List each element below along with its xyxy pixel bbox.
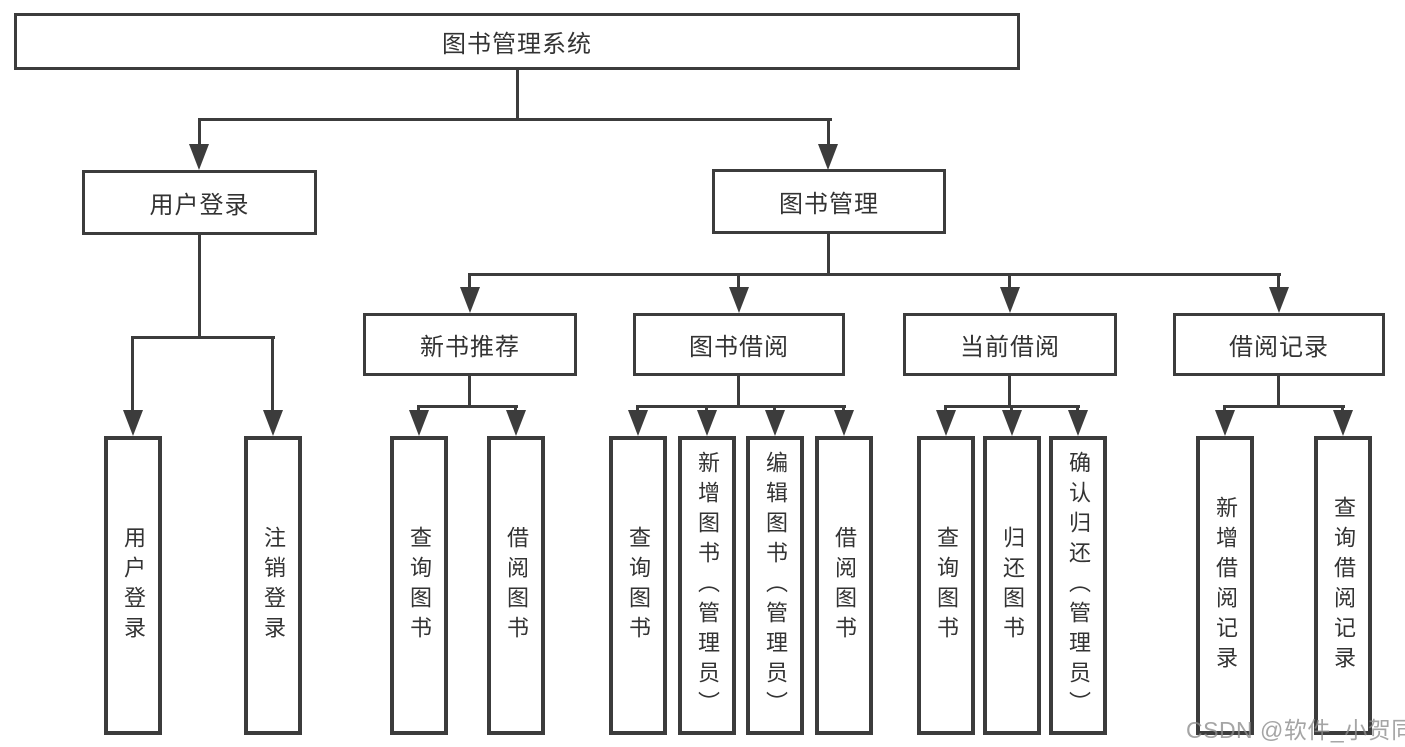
node-borrowing-records: 借阅记录	[1173, 313, 1385, 376]
connector-bar	[417, 405, 518, 408]
arrowhead-down-icon	[189, 144, 209, 170]
node-label: 新书推荐	[420, 334, 520, 361]
node-label: 图书管理	[779, 191, 879, 218]
arrowhead-down-icon	[1269, 287, 1289, 313]
connector-stem	[468, 376, 471, 408]
arrowhead-down-icon	[936, 410, 956, 436]
connector-stem	[514, 405, 517, 413]
arrowhead-down-icon	[729, 287, 749, 313]
leaf-label: 注销登录	[261, 525, 286, 646]
connector-stem	[1223, 405, 1226, 413]
connector-stem	[1008, 376, 1011, 408]
connector-stem	[737, 376, 740, 408]
connector-stem	[417, 405, 420, 413]
node-label: 用户登录	[149, 192, 250, 219]
leaf-current-confirm-return-admin: 确认归还（管理员）	[1049, 436, 1107, 735]
arrowhead-down-icon	[697, 410, 717, 436]
leaf-newbooks-borrow-books: 借阅图书	[487, 436, 545, 735]
connector-stem	[1277, 376, 1280, 408]
connector-bar	[131, 336, 275, 339]
node-label: 借阅记录	[1229, 334, 1329, 361]
leaf-label: 用户登录	[121, 525, 146, 646]
connector-stem	[1076, 405, 1079, 413]
arrowhead-down-icon	[409, 410, 429, 436]
arrowhead-down-icon	[818, 144, 838, 170]
node-new-book-recommend: 新书推荐	[363, 313, 577, 376]
arrowhead-down-icon	[1333, 410, 1353, 436]
leaf-logout: 注销登录	[244, 436, 302, 735]
leaf-borrow-borrow-books: 借阅图书	[815, 436, 873, 735]
csdn-watermark: CSDN @软件_小贺同学	[1186, 717, 1405, 743]
connector-stem	[705, 405, 708, 413]
leaf-label: 确认归还（管理员）	[1066, 450, 1091, 721]
arrowhead-down-icon	[1068, 410, 1088, 436]
arrowhead-down-icon	[1000, 287, 1020, 313]
arrowhead-down-icon	[1215, 410, 1235, 436]
connector-stem	[737, 273, 740, 289]
connector-root-stem	[516, 70, 519, 118]
connector-stem	[1008, 273, 1011, 289]
leaf-label: 查询图书	[407, 525, 432, 646]
leaf-label: 新增借阅记录	[1213, 495, 1238, 676]
leaf-newbooks-query-books: 查询图书	[390, 436, 448, 735]
arrowhead-down-icon	[765, 410, 785, 436]
connector-stem	[468, 273, 471, 289]
leaf-label: 查询图书	[626, 525, 651, 646]
node-book-management: 图书管理	[712, 169, 946, 234]
leaf-label: 借阅图书	[832, 525, 857, 646]
arrowhead-down-icon	[628, 410, 648, 436]
connector-stem	[1341, 405, 1344, 413]
arrowhead-down-icon	[263, 410, 283, 436]
leaf-records-query-record: 查询借阅记录	[1314, 436, 1372, 735]
arrowhead-down-icon	[834, 410, 854, 436]
connector-stem	[773, 405, 776, 413]
connector-bar	[636, 405, 846, 408]
connector-stem	[636, 405, 639, 413]
leaf-label: 编辑图书（管理员）	[763, 450, 788, 721]
node-label: 图书借阅	[689, 334, 789, 361]
connector-stem	[271, 336, 274, 412]
node-book-borrowing: 图书借阅	[633, 313, 845, 376]
leaf-label: 新增图书（管理员）	[695, 450, 720, 721]
leaf-current-return-books: 归还图书	[983, 436, 1041, 735]
node-label: 图书管理系统	[442, 31, 592, 58]
node-label: 当前借阅	[960, 334, 1060, 361]
leaf-label: 归还图书	[1000, 525, 1025, 646]
leaf-label: 查询图书	[934, 525, 959, 646]
connector-stem	[944, 405, 947, 413]
leaf-borrow-query-books: 查询图书	[609, 436, 667, 735]
leaf-user-login: 用户登录	[104, 436, 162, 735]
leaf-current-query-books: 查询图书	[917, 436, 975, 735]
connector-bar	[468, 273, 1281, 276]
connector-stem	[131, 336, 134, 412]
connector-bar	[1223, 405, 1345, 408]
connector-stem	[1277, 273, 1280, 289]
leaf-label: 查询借阅记录	[1331, 495, 1356, 676]
connector-stem	[198, 235, 201, 339]
leaf-records-add-record: 新增借阅记录	[1196, 436, 1254, 735]
connector-stem	[1010, 405, 1013, 413]
connector-root-bar	[198, 118, 832, 121]
connector-stem	[827, 234, 830, 276]
arrowhead-down-icon	[1002, 410, 1022, 436]
arrowhead-down-icon	[123, 410, 143, 436]
node-user-login: 用户登录	[82, 170, 317, 235]
connector-stem	[842, 405, 845, 413]
node-current-borrowing: 当前借阅	[903, 313, 1117, 376]
connector-stem	[198, 118, 201, 146]
leaf-borrow-add-books-admin: 新增图书（管理员）	[678, 436, 736, 735]
connector-stem	[827, 118, 830, 146]
arrowhead-down-icon	[506, 410, 526, 436]
arrowhead-down-icon	[460, 287, 480, 313]
leaf-borrow-edit-books-admin: 编辑图书（管理员）	[746, 436, 804, 735]
node-library-management-system: 图书管理系统	[14, 13, 1020, 70]
leaf-label: 借阅图书	[504, 525, 529, 646]
